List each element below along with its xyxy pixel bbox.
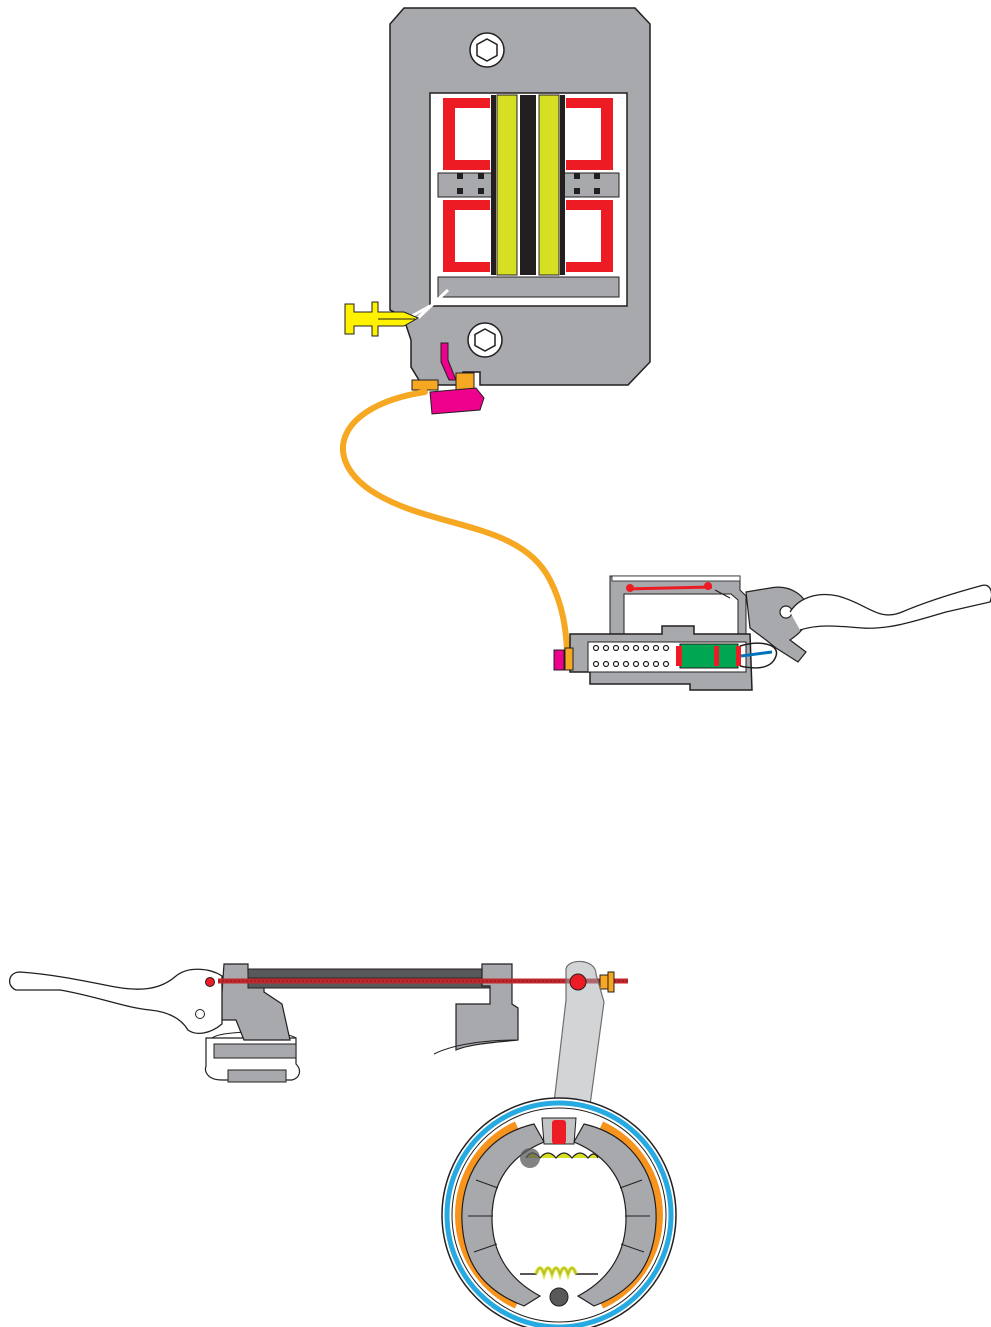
outlet-banjo (553, 649, 565, 671)
lower-return-spring (520, 1266, 598, 1281)
cam-center (552, 1120, 566, 1144)
brake-drum-blue-ring (444, 1100, 674, 1327)
pushrod (740, 650, 773, 658)
cable-adjuster-nut (599, 971, 615, 993)
brake-pad-left (496, 94, 518, 276)
left-guide-pin (437, 172, 495, 198)
drum-brake-system (9, 960, 677, 1327)
left-lever-pivot (195, 1009, 205, 1019)
piston-lower-right (566, 200, 613, 272)
banjo-fitting (411, 342, 485, 415)
upper-mounting-bolt (469, 32, 505, 68)
cable-stop-bracket (455, 963, 519, 1051)
guide-pin-seals (457, 173, 600, 194)
right-brake-shoe (573, 1123, 657, 1307)
outlet-fitting (564, 647, 574, 671)
piston-lower-left (443, 200, 490, 272)
piston-upper-left (443, 98, 490, 170)
shoe-ribs (468, 1179, 650, 1253)
pistons (443, 98, 613, 272)
lever-cable-anchor (205, 977, 215, 987)
reservoir-ball-right (704, 582, 712, 590)
left-brake-shoe (461, 1123, 545, 1307)
return-spring-coils (592, 644, 670, 668)
anchor-pin (549, 1287, 569, 1307)
brake-lever-left (9, 968, 223, 1035)
right-guide-pin (563, 172, 620, 198)
brake-rotor-disc (520, 95, 536, 275)
piston-upper-right (566, 98, 613, 170)
pad-backing-left (491, 95, 496, 275)
lower-mounting-bolt (467, 322, 503, 358)
brake-arm-pivot (569, 973, 587, 991)
bleed-valve (344, 301, 420, 337)
master-piston (679, 643, 739, 669)
reservoir-ball-left (626, 584, 634, 592)
brake-pad-right (538, 94, 560, 276)
upper-return-spring (520, 1148, 599, 1168)
hydraulic-brake-line (340, 389, 570, 653)
disc-brake-caliper (344, 7, 651, 415)
fluid-passage (411, 288, 450, 320)
caliper-bottom-bar (437, 276, 620, 298)
brake-lever-right (789, 584, 991, 631)
pad-backing-right (560, 95, 565, 275)
master-cylinder (553, 575, 991, 691)
dust-boot (739, 642, 778, 669)
